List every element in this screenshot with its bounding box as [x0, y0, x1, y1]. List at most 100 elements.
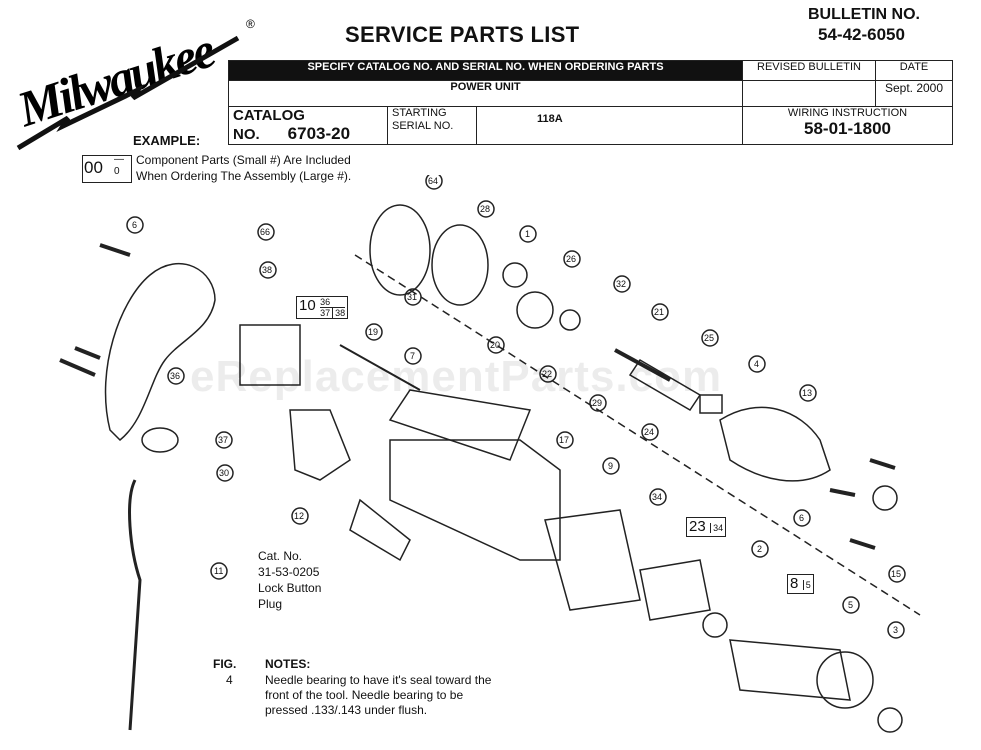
callout-label: 4 [754, 359, 760, 369]
callout-label: 25 [704, 333, 715, 343]
screw-right-1 [869, 458, 896, 470]
callout-circle [887, 621, 905, 639]
handle-housing [104, 263, 216, 442]
callout-circle [563, 250, 581, 268]
callout-label: 12 [294, 511, 305, 521]
catalog-label: CATALOG NO. [233, 107, 305, 143]
plate-64 [369, 204, 431, 296]
callout-label: 64 [428, 176, 439, 186]
callout-circle [888, 565, 906, 583]
bulletin-number: 54-42-6050 [818, 25, 905, 44]
callout-label: 6 [132, 220, 138, 230]
lightning-bolt-icon [16, 35, 240, 151]
callout-label: 31 [407, 292, 418, 302]
callout-circle [167, 367, 185, 385]
example-label: EXAMPLE: [133, 133, 201, 148]
screw-right-3 [849, 538, 876, 550]
motor-housing-17 [389, 439, 561, 561]
callout-label: 38 [262, 265, 273, 275]
field-9 [544, 509, 641, 611]
gear-case-13 [719, 406, 831, 482]
assembly-box-10: 10 36 37 38 [296, 296, 349, 319]
callout-circle [641, 423, 659, 441]
callout-circle [519, 225, 537, 243]
callout-circle [126, 216, 144, 234]
assembly-axis [354, 254, 921, 616]
gasket-28 [431, 224, 489, 306]
wiring-label: WIRING INSTRUCTION [787, 107, 908, 119]
assembly-box-23: 23 34 [686, 517, 727, 537]
callout-label: 17 [559, 435, 570, 445]
callout-circle [799, 384, 817, 402]
callout-circle [365, 323, 383, 341]
serial-value: 118A [476, 106, 743, 145]
callout-label: 19 [368, 327, 379, 337]
example-small-number: —0 [114, 154, 124, 177]
notes-label: NOTES: [265, 657, 311, 671]
callout-circle [216, 464, 234, 482]
example-large-number: 00 [84, 158, 103, 177]
callout-circle [257, 223, 275, 241]
callout-label: 20 [490, 340, 501, 350]
screw-left-2 [74, 346, 101, 360]
baffle-23 [639, 559, 711, 621]
lock-button-note: Cat. No. 31-53-0205 Lock Button Plug [258, 549, 322, 611]
wiring-value: 58-01-1800 [804, 119, 891, 138]
header-table: SPECIFY CATALOG NO. AND SERIAL NO. WHEN … [228, 60, 953, 145]
callout-circle [404, 288, 422, 306]
callout-label: 30 [219, 468, 230, 478]
callout-label: 1 [525, 229, 531, 239]
callout-circle [259, 261, 277, 279]
callout-label: 37 [218, 435, 229, 445]
callout-label: 24 [644, 427, 655, 437]
label-7 [388, 389, 532, 461]
callout-circle [649, 488, 667, 506]
callout-label: 21 [654, 307, 665, 317]
serial-label: SERIAL NO. [392, 120, 454, 132]
lead-19 [339, 344, 421, 391]
callout-label: 3 [893, 625, 899, 635]
callout-circle [539, 365, 557, 383]
watermark: eReplacementParts.com [190, 352, 723, 401]
callout-circle [291, 507, 309, 525]
callout-circle [842, 596, 860, 614]
bearing-3 [877, 707, 903, 733]
catalog-value: 6703-20 [287, 124, 351, 143]
screw-left-1 [59, 358, 96, 377]
callout-label: 22 [542, 369, 553, 379]
bearing-2 [702, 612, 728, 638]
gear-26 [559, 309, 581, 331]
callout-label: 15 [891, 569, 902, 579]
callout-label: 6 [799, 513, 805, 523]
date-label: DATE [875, 60, 953, 81]
callout-label: 28 [480, 204, 491, 214]
armature-5 [729, 639, 851, 701]
assembly-box-8: 8 5 [787, 574, 814, 594]
screw-right-2 [829, 488, 856, 497]
callout-label: 34 [652, 492, 663, 502]
callout-label: 13 [802, 388, 813, 398]
bearing-4 [699, 394, 723, 414]
exploded-parts-diagram [59, 175, 921, 733]
callout-label: 66 [260, 227, 271, 237]
example-box [82, 155, 132, 183]
revised-bulletin-label: REVISED BULLETIN [742, 60, 876, 81]
callout-circle [651, 303, 669, 321]
starting-label: STARTING [392, 107, 447, 119]
callout-label: 7 [410, 351, 416, 361]
callout-circle [751, 540, 769, 558]
fig-label: FIG. [213, 657, 237, 671]
cord-clamp-30 [141, 427, 179, 453]
callout-circle [210, 562, 228, 580]
callout-label: 26 [566, 254, 577, 264]
callout-circle [613, 275, 631, 293]
notes-text: Needle bearing to have it's seal toward … [265, 673, 492, 717]
callout-circle [404, 347, 422, 365]
callout-label: 2 [757, 544, 763, 554]
fan [816, 651, 874, 709]
callout-label: 32 [616, 279, 627, 289]
callout-label: 29 [592, 398, 603, 408]
product-name: POWER UNIT [228, 80, 743, 107]
callout-circle [215, 431, 233, 449]
bearing-15 [872, 485, 898, 511]
